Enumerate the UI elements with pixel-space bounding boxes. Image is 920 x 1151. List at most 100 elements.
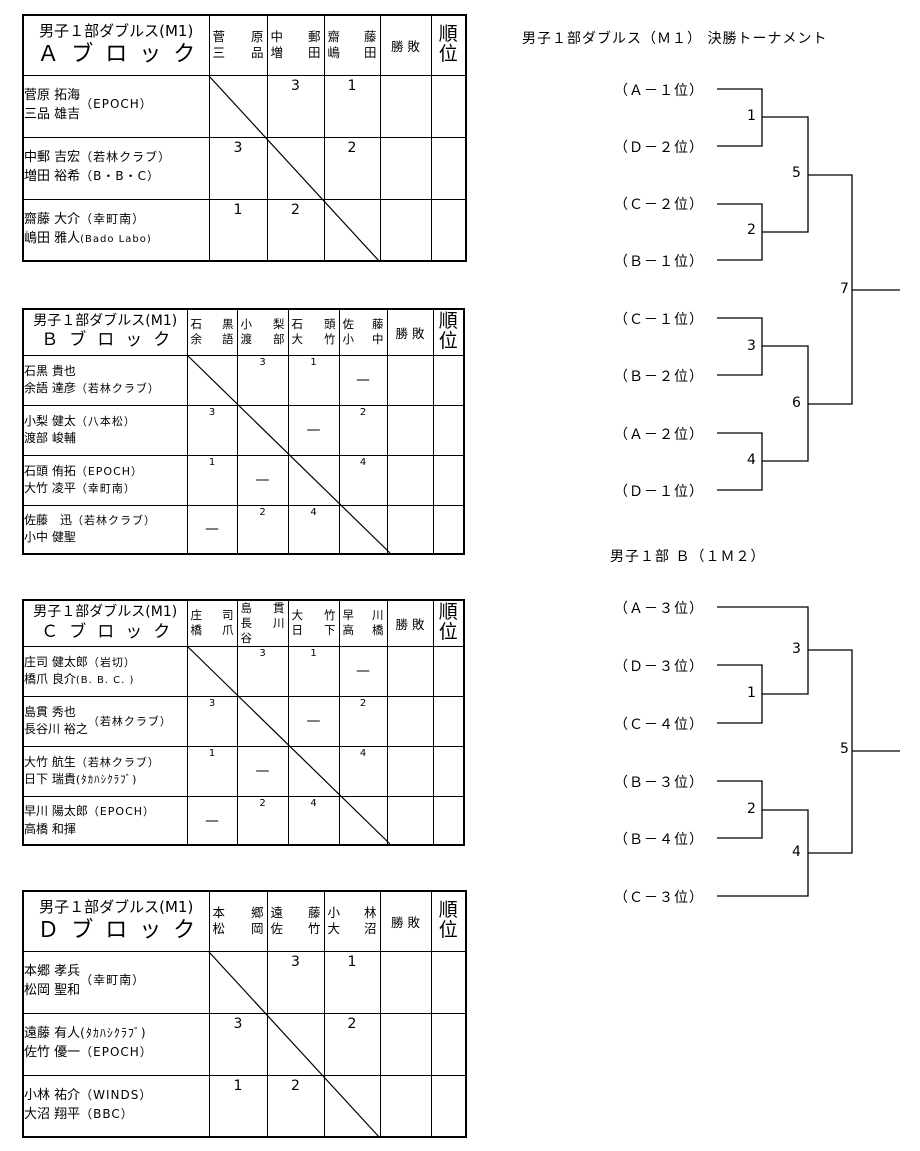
score-dash: — <box>306 713 321 730</box>
col-header: 佐藤小中 <box>338 308 388 356</box>
col-char: 中 <box>372 332 384 347</box>
seed-label: （Ｃ－１位） <box>614 312 704 328</box>
score-cell: 4 <box>338 454 388 506</box>
player-name: 佐竹 優一 <box>24 1045 81 1060</box>
team-name: （EPOCH） <box>80 97 153 111</box>
col-char: 佐 <box>342 317 355 332</box>
diag-cell <box>236 404 289 456</box>
score-num: 1 <box>347 953 357 970</box>
player-cell: 菅原 拓海三品 雄吉（EPOCH） <box>22 74 210 138</box>
score-num: 2 <box>359 697 367 709</box>
col-char: 大 <box>291 608 304 623</box>
seed-label: （Ａ－２位） <box>614 427 704 443</box>
seed-label: （Ｄ－１位） <box>614 484 704 500</box>
match-number: 1 <box>747 108 756 124</box>
team-name: （WINDS） <box>80 1087 153 1102</box>
block-title-line1: 男子１部ダブルス(M1) <box>33 312 178 329</box>
rank-char: 順 <box>438 310 458 333</box>
score-num: 1 <box>347 77 357 94</box>
player-name: 小梨 健太 <box>24 413 76 428</box>
score-dash: — <box>205 812 219 829</box>
block-title-line2: Ａブロック <box>37 41 208 67</box>
match-number: 7 <box>840 281 849 297</box>
col-header: 庄司橋爪 <box>186 599 238 647</box>
team-name: （BBC） <box>80 1106 134 1121</box>
score-cell: 1 <box>287 354 340 406</box>
col-char: 沼 <box>363 921 377 937</box>
score-cell: — <box>287 695 340 747</box>
team-name: (ﾀｶﾊｼｸﾗﾌﾞ) <box>75 773 138 787</box>
seed-label: （Ｃ－３位） <box>614 890 704 906</box>
block-c-table: 男子１部ダブルス(M1) Ｃブロック 庄司橋爪 島貫長谷川 大竹日下 早川高橋 … <box>22 599 465 847</box>
col-char: 品 <box>250 45 264 61</box>
player-name: 菅原 拓海 <box>24 88 81 104</box>
player-cell: 中郵 吉宏（若林クラブ）増田 裕希（B・B・C） <box>22 136 210 200</box>
player-name: 本郷 孝兵 <box>24 964 81 980</box>
col-char: 田 <box>307 45 321 61</box>
col-char: 佐 <box>270 921 284 937</box>
player-name: 渡部 峻輔 <box>24 431 76 445</box>
match-number: 2 <box>747 801 756 817</box>
rank-char: 位 <box>438 43 458 66</box>
col-char: 橋 <box>372 623 384 638</box>
team-name: （若林クラブ） <box>80 150 172 165</box>
col-char: 庄 <box>190 608 203 623</box>
col-char: 大 <box>327 921 341 937</box>
seed-label: （Ｄ－３位） <box>614 659 704 675</box>
team-name: （EPOCH） <box>75 464 144 478</box>
player-name: 小中 健聖 <box>24 530 76 545</box>
win-loss-header: 勝 敗 <box>386 599 434 647</box>
score-num: 2 <box>259 797 266 809</box>
diag-cell <box>208 74 268 138</box>
team-name: （若林クラブ） <box>87 715 172 729</box>
rank-cell <box>430 1074 467 1138</box>
score-num: 1 <box>208 747 216 759</box>
score-cell: 1 <box>323 74 381 138</box>
win-loss-cell <box>386 695 434 747</box>
score-cell: 3 <box>208 1012 268 1076</box>
col-char: 島 <box>240 601 253 615</box>
score-num: 3 <box>291 77 300 94</box>
col-header: 島貫長谷川 <box>236 599 289 647</box>
col-char: 渡 <box>240 332 253 347</box>
score-cell: — <box>338 645 388 697</box>
col-char: 中 <box>270 29 284 44</box>
rank-cell <box>430 1012 467 1076</box>
col-char: 小 <box>342 332 355 347</box>
col-char: 司 <box>222 608 234 623</box>
score-cell: 2 <box>323 1012 381 1076</box>
block-title-line1: 男子１部ダブルス(M1) <box>39 898 194 917</box>
player-cell: 佐藤 迅（若林クラブ）小中 健聖 <box>22 504 188 555</box>
team-name: （EPOCH） <box>87 805 156 819</box>
score-num: 1 <box>310 647 317 659</box>
player-name: 中郵 吉宏 <box>24 150 81 166</box>
team-name: （EPOCH） <box>80 1045 153 1059</box>
col-char: 菅 <box>212 29 226 44</box>
score-num: 4 <box>310 797 317 809</box>
win-loss-cell <box>379 950 432 1014</box>
col-char: 長谷 <box>240 615 253 645</box>
score-num: 2 <box>359 406 367 418</box>
score-num: 3 <box>291 953 300 970</box>
rank-header: 順位 <box>430 890 467 952</box>
col-header: 大竹日下 <box>287 599 340 647</box>
win-loss-cell <box>386 354 434 406</box>
col-char: 川 <box>273 615 285 630</box>
col-char: 郷 <box>250 905 264 920</box>
diag-cell <box>323 1074 381 1138</box>
player-name: 大沼 翔平 <box>24 1106 81 1122</box>
col-header: 石黒余語 <box>186 308 238 356</box>
win-loss-cell <box>379 1074 432 1138</box>
score-cell: 1 <box>208 198 268 262</box>
score-cell: 2 <box>338 404 388 456</box>
col-char: 梨 <box>273 317 285 332</box>
match-number: 3 <box>747 338 756 354</box>
seed-label: （Ｂ－３位） <box>614 775 704 791</box>
score-num: 4 <box>310 506 317 518</box>
score-cell: — <box>287 404 340 456</box>
win-loss-cell <box>386 404 434 456</box>
